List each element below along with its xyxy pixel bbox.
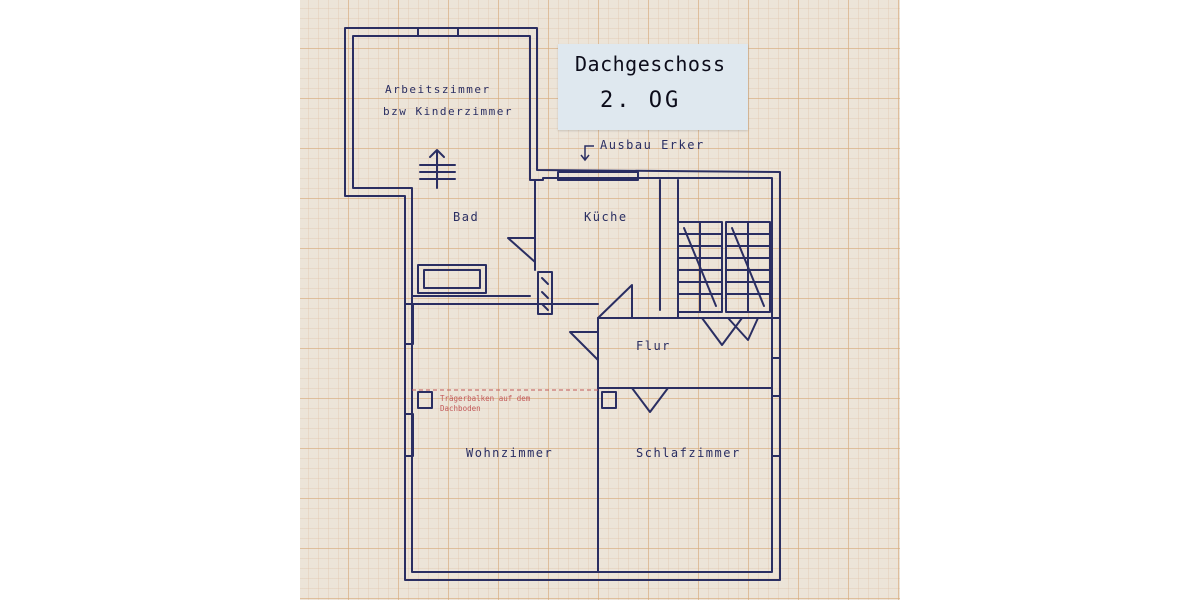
bathtub-inner — [423, 269, 481, 289]
ladder-hatch — [419, 149, 456, 189]
title-card — [558, 44, 748, 130]
plan-floor: 2. OG — [600, 88, 682, 113]
wall-arbeitszimmer-outer — [344, 27, 781, 581]
beam-note-line1: Trägerbalken auf dem — [440, 394, 531, 403]
window-schlaf — [771, 395, 781, 457]
window-wohn-upper — [404, 303, 414, 345]
chimney-bad-detail — [541, 277, 549, 311]
chimney-flur — [601, 391, 617, 409]
plan-title: Dachgeschoss — [575, 52, 726, 76]
wall-arbeitszimmer-inner — [352, 35, 773, 573]
door-flur-stair — [701, 317, 759, 346]
room-label-arbeitszimmer-1: Arbeitszimmer — [385, 83, 491, 96]
chimney-bad — [537, 271, 553, 315]
room-label-kueche: Küche — [584, 210, 628, 224]
window-erker — [557, 171, 639, 181]
door-kueche — [597, 284, 633, 319]
room-label-wohnzimmer: Wohnzimmer — [466, 446, 553, 460]
room-label-bad: Bad — [453, 210, 479, 224]
staircase — [677, 221, 771, 313]
room-label-arbeitszimmer-2: bzw Kinderzimmer — [383, 105, 513, 118]
room-label-schlafzimmer: Schlafzimmer — [636, 446, 741, 460]
window-arbeitszimmer — [417, 27, 459, 37]
chimney-wohn — [417, 391, 433, 409]
window-wohn-lower — [404, 413, 414, 457]
erker-arrow — [580, 145, 594, 162]
door-schlaf — [631, 387, 669, 413]
door-flur-left — [569, 331, 599, 361]
bathtub — [417, 264, 487, 294]
room-label-flur: Flur — [636, 339, 671, 353]
door-bad — [507, 237, 536, 263]
beam-note-line2: Dachboden — [440, 404, 481, 413]
window-flur — [771, 317, 781, 359]
annotation-ausbau-erker: Ausbau Erker — [600, 138, 705, 152]
